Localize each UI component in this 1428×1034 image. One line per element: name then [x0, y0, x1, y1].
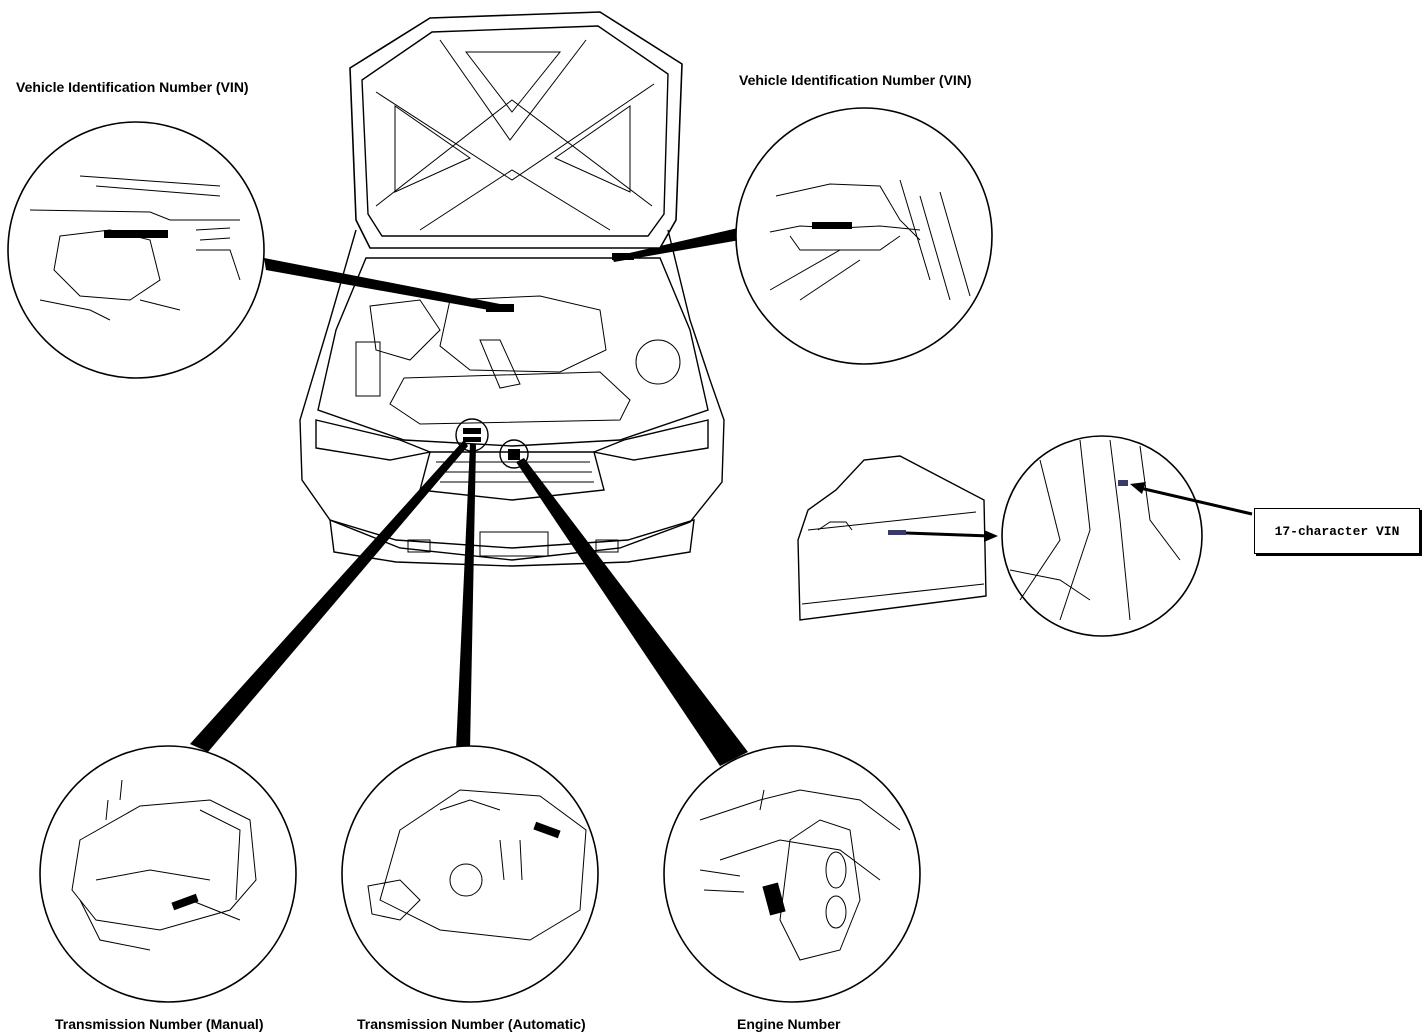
detail-circle-vin-left [7, 121, 265, 379]
label-transmission-automatic: Transmission Number (Automatic) [357, 1016, 586, 1032]
front-door [797, 455, 987, 621]
label-transmission-manual: Transmission Number (Manual) [55, 1016, 264, 1032]
detail-circle-trans-manual [39, 745, 297, 1003]
pointer-wedge-vin-left [264, 258, 500, 312]
vehicle-body [299, 229, 725, 561]
label-engine-number: Engine Number [737, 1016, 841, 1032]
detail-circle-door-jamb [1001, 435, 1203, 637]
vin-plate-door [888, 530, 906, 535]
vin-plate-under-hood [486, 304, 514, 312]
pointer-wedge-vin-right [612, 228, 740, 262]
callout-17-character-vin-text: 17-character VIN [1274, 523, 1400, 539]
vehicle-front-view [299, 11, 725, 567]
engine-marker-circle [499, 439, 529, 469]
vin-plate-firewall [612, 253, 634, 260]
label-vin-right: Vehicle Identification Number (VIN) [739, 72, 972, 88]
detail-circle-trans-auto [341, 745, 599, 1003]
transmission-marker-circle [455, 418, 489, 452]
detail-circle-engine [663, 745, 921, 1003]
callout-17-character-vin: 17-character VIN [1254, 508, 1420, 554]
pointer-wedge-engine [516, 458, 748, 766]
label-vin-left: Vehicle Identification Number (VIN) [16, 79, 249, 95]
pointer-wedge-trans-manual [190, 440, 468, 752]
detail-circle-vin-right [735, 107, 993, 365]
hood [349, 11, 683, 249]
pointer-wedge-trans-auto [456, 444, 476, 750]
